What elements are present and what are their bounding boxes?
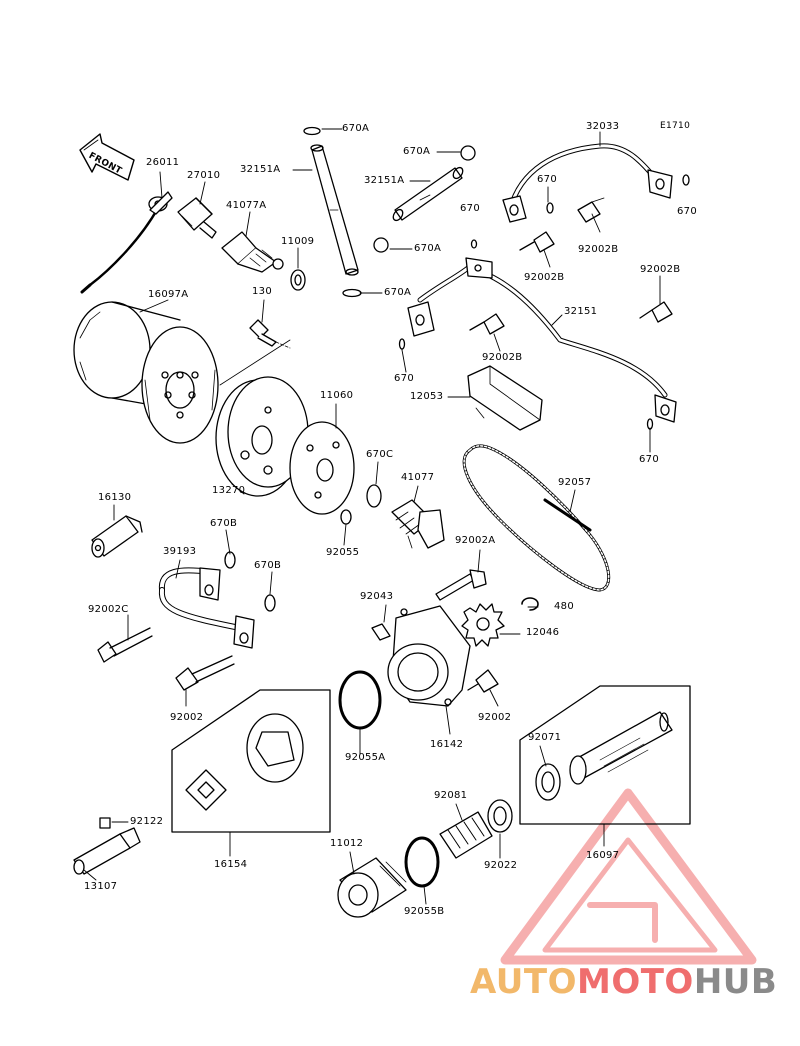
part-label: 13107	[84, 881, 118, 892]
part-label: 92002B	[524, 272, 565, 283]
part-label: 92122	[130, 816, 164, 827]
hose-32151a-left	[303, 126, 362, 298]
front-arrow-icon	[79, 133, 135, 181]
part-label: 16130	[98, 492, 132, 503]
part-label: 670A	[403, 146, 431, 157]
oil-pipe-39193	[158, 551, 276, 649]
part-label: 92002A	[455, 535, 496, 546]
oil-pressure-switch-lead	[80, 191, 173, 294]
washer-11009	[290, 269, 306, 291]
part-label: 32033	[586, 121, 620, 132]
o-ring-92055b	[404, 836, 440, 888]
part-label: 670A	[384, 287, 412, 298]
chain-guide-12053	[467, 365, 543, 431]
part-label: 92071	[528, 732, 562, 743]
bolt-92002-right	[467, 669, 499, 693]
fitting-16130	[91, 515, 143, 558]
bolts-92002b	[469, 197, 673, 335]
part-label: 92055A	[345, 752, 386, 763]
bolt-92002a	[435, 569, 487, 601]
part-label: 480	[554, 601, 574, 612]
oil-pressure-sensor	[177, 197, 217, 239]
part-label: 16154	[214, 859, 248, 870]
part-label: 92002C	[88, 604, 129, 615]
bolt-130	[249, 319, 291, 349]
part-label: 41077A	[226, 200, 267, 211]
part-label: 670	[677, 206, 697, 217]
part-label: 92002B	[578, 244, 619, 255]
part-label: 32151A	[240, 164, 281, 175]
part-label: 92002B	[482, 352, 523, 363]
part-label: 92002	[170, 712, 204, 723]
part-label: 92002	[478, 712, 512, 723]
drive-chain-92057	[462, 444, 611, 592]
part-label: 12046	[526, 627, 560, 638]
watermark-part-moto: MOTO	[576, 962, 694, 1002]
oil-pipe-32033	[502, 143, 690, 223]
oil-filter	[73, 301, 219, 444]
part-label: 670A	[342, 123, 370, 134]
part-label: 92043	[360, 591, 394, 602]
circlip-480	[521, 597, 539, 611]
gasket-11060	[289, 421, 355, 515]
part-label: 16142	[430, 739, 464, 750]
fitting-41077	[391, 499, 445, 549]
part-label: 670	[460, 203, 480, 214]
oil-pipe-32151	[398, 239, 677, 430]
part-label: 39193	[163, 546, 197, 557]
part-label: 16097	[586, 850, 620, 861]
part-label: 16097A	[148, 289, 189, 300]
part-label: 26011	[146, 157, 180, 168]
pin-92043	[371, 623, 391, 641]
part-label: 670	[537, 174, 557, 185]
washer-92022	[487, 799, 513, 833]
watermark-part-auto: AUTO	[470, 962, 577, 1002]
part-label: 92057	[558, 477, 592, 488]
fitting-41077a	[221, 231, 284, 273]
cap-11012	[337, 857, 407, 918]
hose-32151a-right	[373, 145, 476, 253]
part-label: 11012	[330, 838, 364, 849]
watermark-text: AUTOMOTOHUB	[470, 962, 777, 1002]
diagram-code: E1710	[660, 121, 691, 131]
sprocket-12046	[461, 603, 505, 647]
o-ring-670c	[366, 484, 382, 508]
watermark-logo	[500, 788, 757, 965]
filter-plate-13270	[215, 339, 309, 497]
part-label: 670A	[414, 243, 442, 254]
bolt-92002-left	[175, 655, 235, 691]
part-label: 11060	[320, 390, 354, 401]
part-label: 12053	[410, 391, 444, 402]
part-label: 670	[394, 373, 414, 384]
part-label: 41077	[401, 472, 435, 483]
part-label: 27010	[187, 170, 221, 181]
pin-92122	[99, 817, 111, 829]
part-label: 670	[639, 454, 659, 465]
part-label: 670C	[366, 449, 394, 460]
watermark-part-hub: HUB	[693, 962, 778, 1002]
part-label: 130	[252, 286, 272, 297]
part-label: 32151	[564, 306, 598, 317]
part-label: 92002B	[640, 264, 681, 275]
part-label: 92081	[434, 790, 468, 801]
o-ring-92055a	[338, 670, 382, 730]
part-label: 92055	[326, 547, 360, 558]
shaft-13107	[73, 827, 141, 875]
o-ring-92055	[340, 509, 352, 525]
part-label: 670B	[210, 518, 238, 529]
part-label: 11009	[281, 236, 315, 247]
rotor-set-box-16154	[171, 689, 331, 833]
leader-lines	[83, 128, 661, 905]
part-label: 92022	[484, 860, 518, 871]
part-label: 670B	[254, 560, 282, 571]
part-label: 92055B	[404, 906, 445, 917]
strainer-box-16097	[519, 685, 691, 825]
part-label: 13270	[212, 485, 246, 496]
bolt-92002c	[97, 627, 153, 663]
spring-92081	[439, 811, 493, 859]
part-label: 32151A	[364, 175, 405, 186]
oil-pump-body-16142	[387, 605, 471, 707]
